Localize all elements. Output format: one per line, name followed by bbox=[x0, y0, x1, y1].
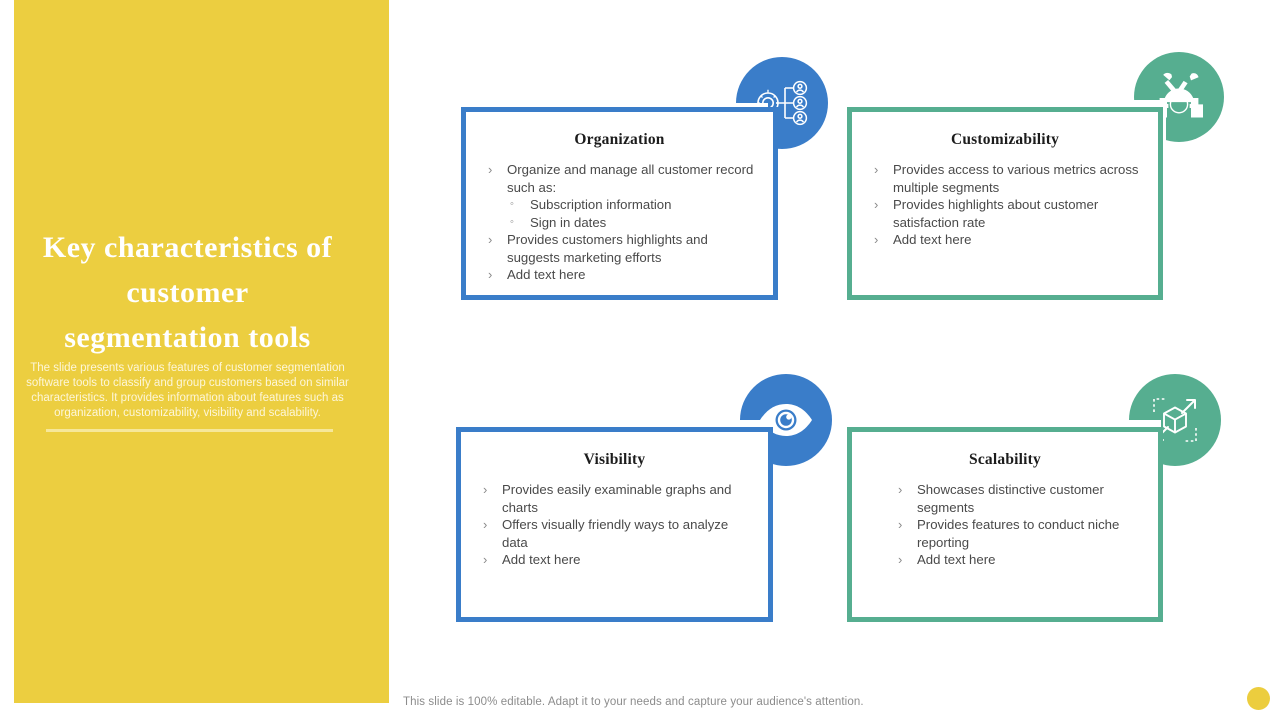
card-title-customizability: Customizability bbox=[950, 131, 1060, 148]
list-item: › Add text here bbox=[488, 266, 755, 284]
bullet-marker-icon: › bbox=[898, 517, 903, 532]
title-divider bbox=[46, 429, 333, 432]
page-title-line-2: customer bbox=[126, 276, 249, 309]
list-item-text: Provides features to conduct niche repor… bbox=[917, 517, 1120, 550]
list-item: › Provides easily examinable graphs and c… bbox=[483, 481, 754, 516]
card-organization[interactable]: Organization › Organize and manage all cu… bbox=[461, 107, 778, 300]
page-title-line-1: Key characteristics of bbox=[42, 231, 333, 264]
bullet-list-visibility: › Provides easily examinable graphs and c… bbox=[483, 481, 754, 569]
list-item: › Provides access to various metrics acro… bbox=[874, 161, 1144, 196]
card-title-visibility: Visibility bbox=[583, 451, 646, 468]
bullet-marker-icon: › bbox=[874, 197, 879, 212]
list-item: › Add text here bbox=[874, 231, 1144, 249]
list-item: ◦ Subscription information bbox=[488, 196, 755, 214]
list-item: › Showcases distinctive customer segments bbox=[898, 481, 1144, 516]
bullet-marker-icon: › bbox=[488, 267, 493, 282]
page-description: The slide presents various features of c… bbox=[26, 362, 349, 419]
list-item-text: Subscription information bbox=[530, 197, 672, 212]
card-title-scalability: Scalability bbox=[969, 451, 1041, 468]
list-item: › Offers visually friendly ways to analyz… bbox=[483, 516, 754, 551]
list-item-text: Organize and manage all customer record … bbox=[507, 162, 754, 195]
list-item: › Provides features to conduct niche repo… bbox=[898, 516, 1144, 551]
list-item: › Organize and manage all customer record… bbox=[488, 161, 755, 196]
card-scalability[interactable]: Scalability › Showcases distinctive custo… bbox=[847, 427, 1163, 622]
footer-note: This slide is 100% editable. Adapt it to… bbox=[403, 696, 864, 708]
list-item-text: Add text here bbox=[507, 267, 586, 282]
list-item: › Add text here bbox=[898, 551, 1144, 569]
bullet-marker-icon: › bbox=[898, 552, 903, 567]
bullet-marker-icon: › bbox=[483, 517, 488, 532]
list-item-text: Provides access to various metrics acros… bbox=[893, 162, 1139, 195]
card-customizability[interactable]: Customizability › Provides access to vari… bbox=[847, 107, 1163, 300]
list-item: › Provides highlights about customer sati… bbox=[874, 196, 1144, 231]
list-item: › Provides customers highlights and sugge… bbox=[488, 231, 755, 266]
list-item-text: Provides easily examinable graphs and ch… bbox=[502, 482, 732, 515]
list-item-text: Offers visually friendly ways to analyze… bbox=[502, 517, 729, 550]
bullet-marker-icon: ◦ bbox=[510, 215, 514, 228]
bullet-marker-icon: ◦ bbox=[510, 198, 514, 210]
bullet-list-scalability: › Showcases distinctive customer segments… bbox=[898, 481, 1144, 569]
list-item-text: Add text here bbox=[502, 552, 581, 567]
bullet-marker-icon: › bbox=[488, 162, 493, 177]
bullet-marker-icon: › bbox=[483, 552, 488, 567]
list-item-text: Sign in dates bbox=[530, 214, 607, 230]
corner-dot-decoration bbox=[1247, 687, 1270, 710]
list-item-text: Provides highlights about customer satis… bbox=[893, 197, 1099, 230]
bullet-marker-icon: › bbox=[874, 232, 879, 247]
list-item-text: Provides customers highlights and sugges… bbox=[507, 232, 708, 265]
bullet-marker-icon: › bbox=[488, 232, 493, 247]
bullet-marker-icon: › bbox=[483, 482, 488, 497]
card-visibility[interactable]: Visibility › Provides easily examinable g… bbox=[456, 427, 773, 622]
bullet-marker-icon: › bbox=[874, 162, 879, 177]
bullet-marker-icon: › bbox=[898, 482, 903, 497]
list-item-text: Add text here bbox=[893, 232, 972, 247]
list-item: › Add text here bbox=[483, 551, 754, 569]
card-title-organization: Organization bbox=[574, 131, 665, 148]
page-title: Key characteristics of customer segmenta… bbox=[14, 225, 361, 360]
page-title-line-3: segmentation tools bbox=[64, 321, 311, 354]
list-item-text: Add text here bbox=[917, 552, 996, 567]
bullet-list-customizability: › Provides access to various metrics acro… bbox=[874, 161, 1144, 249]
bullet-list-organization: › Organize and manage all customer record… bbox=[488, 161, 755, 284]
list-item: ◦ Sign in dates bbox=[488, 214, 755, 232]
title-panel bbox=[14, 0, 389, 703]
list-item-text: Showcases distinctive customer segments bbox=[917, 482, 1104, 515]
